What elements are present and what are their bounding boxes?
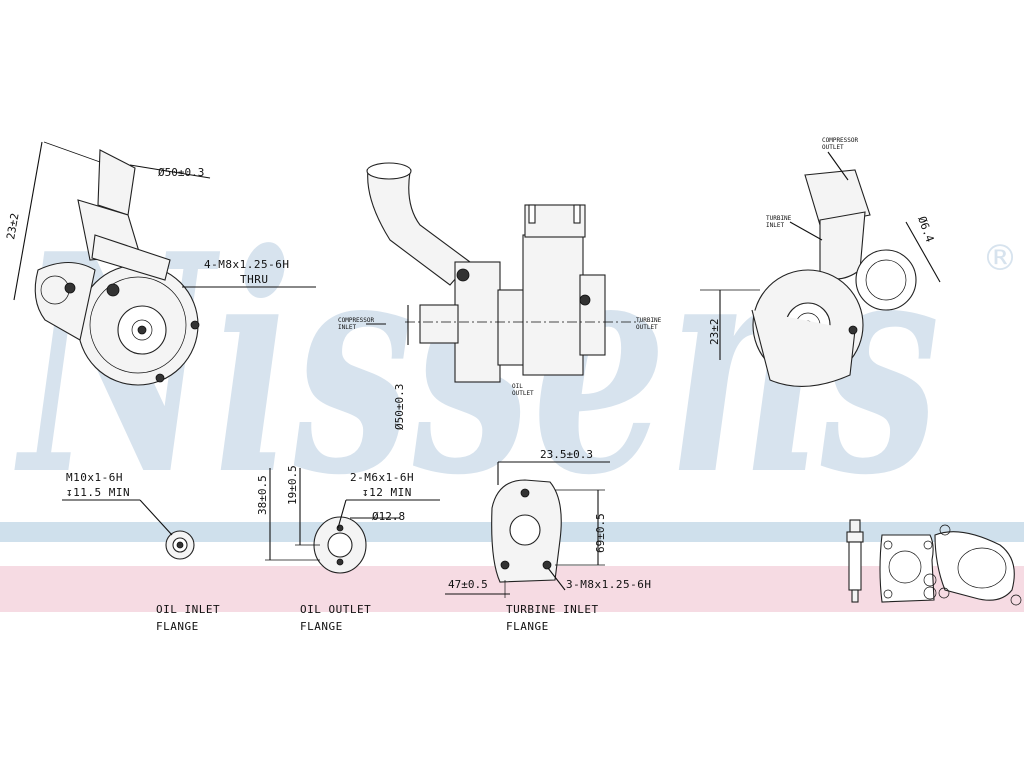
gasket-large-icon xyxy=(923,524,1022,606)
callout-compressor-thread: 4-M8x1.25-6H xyxy=(204,258,289,271)
callout-compressor-thru: THRU xyxy=(240,273,269,286)
callout-oil-inlet-depth: ↧11.5 MIN xyxy=(66,486,130,499)
dim-turbine-flange-top: 23.5±0.3 xyxy=(540,448,593,461)
dim-turbine-flange-bottom: 47±0.5 xyxy=(448,578,488,591)
title-turbine-inlet-1: TURBINE INLET xyxy=(506,603,599,616)
label-compressor-inlet-2: INLET xyxy=(338,324,356,331)
label-turbine-outlet-1: TURBINE xyxy=(636,317,662,324)
title-turbine-inlet-2: FLANGE xyxy=(506,620,549,633)
dim-oil-outlet-bore: Ø12.8 xyxy=(372,510,405,523)
compressor-view: 23±2 Ø50±0.3 4-M8x1.25-6H THRU xyxy=(4,141,316,386)
label-compressor-outlet-1: COMPRESSOR xyxy=(822,137,859,144)
accessories xyxy=(846,519,1022,606)
watermark-registered-mark: ® xyxy=(982,238,1018,279)
callout-turbine-flange-thread: 3-M8x1.25-6H xyxy=(566,578,651,591)
label-turbine-inlet-1: TURBINE xyxy=(766,215,792,222)
label-oil-outlet-2: OUTLET xyxy=(512,390,534,397)
label-compressor-inlet-1: COMPRESSOR xyxy=(338,317,375,324)
title-oil-inlet-2: FLANGE xyxy=(156,620,199,633)
title-oil-outlet-2: FLANGE xyxy=(300,620,343,633)
dim-turbine-height: 23±2 xyxy=(708,319,721,346)
dim-oil-outlet-inner: 19±0.5 xyxy=(286,465,299,505)
turbine-inlet-flange: 23.5±0.3 69±0.5 47±0.5 3-M8x1.25-6H TURB… xyxy=(445,448,651,633)
gasket-small-icon xyxy=(879,534,935,603)
label-turbine-inlet-2: INLET xyxy=(766,222,784,229)
side-view: Ø50±0.3 COMPRESSOR INLET TURBINE OUTLET … xyxy=(338,162,662,430)
oil-outlet-flange: 38±0.5 19±0.5 2-M6x1-6H ↧12 MIN Ø12.8 OI… xyxy=(256,465,440,633)
dim-turbine-flange-right: 69±0.5 xyxy=(594,513,607,553)
dim-compressor-outlet: Ø50±0.3 xyxy=(158,166,204,179)
oil-inlet-flange: M10x1-6H ↧11.5 MIN OIL INLET FLANGE xyxy=(62,471,220,633)
label-oil-outlet-1: OIL xyxy=(512,383,523,390)
title-oil-outlet-1: OIL OUTLET xyxy=(300,603,371,616)
title-oil-inlet-1: OIL INLET xyxy=(156,603,220,616)
dim-compressor-height: 23±2 xyxy=(4,212,21,240)
label-compressor-outlet-2: OUTLET xyxy=(822,144,844,151)
callout-oil-outlet-thread: 2-M6x1-6H xyxy=(350,471,414,484)
callout-oil-outlet-depth: ↧12 MIN xyxy=(362,486,412,499)
callout-oil-inlet-thread: M10x1-6H xyxy=(66,471,123,484)
dim-side-inlet: Ø50±0.3 xyxy=(393,384,406,430)
label-turbine-outlet-2: OUTLET xyxy=(636,324,658,331)
dim-oil-outlet-outer: 38±0.5 xyxy=(256,475,269,515)
oil-syringe-icon xyxy=(846,519,864,603)
